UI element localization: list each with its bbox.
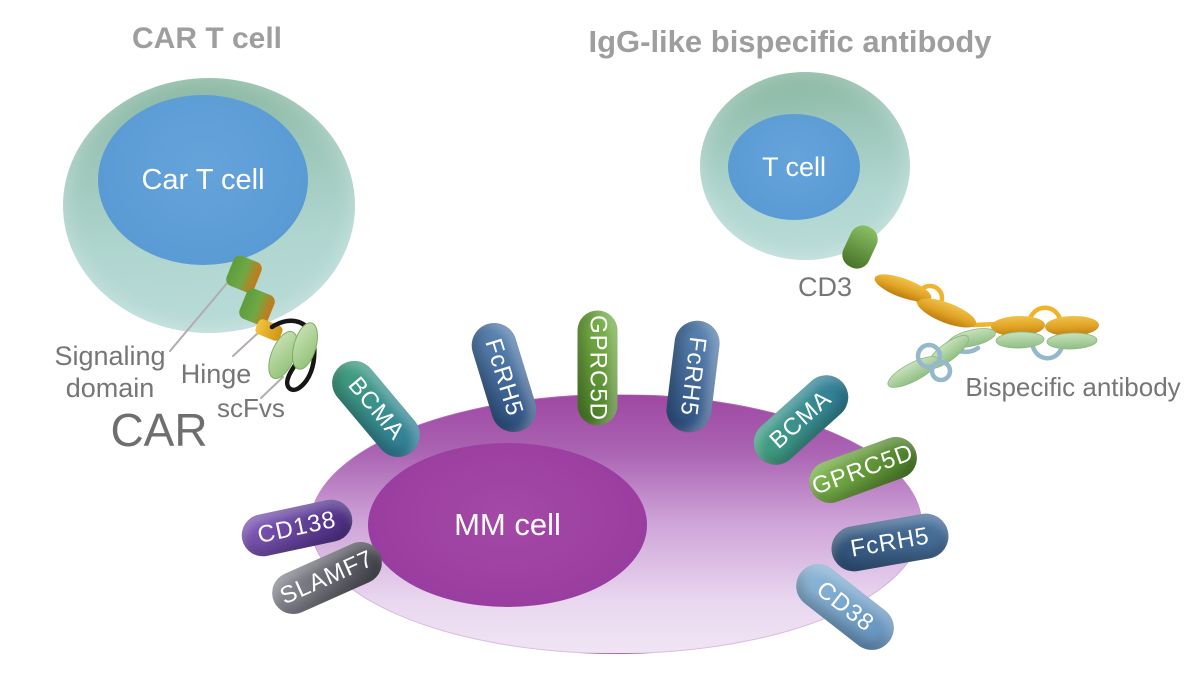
bispecific-antibody-title: IgG-like bispecific antibody — [588, 24, 992, 59]
mm-cell-nucleus: MM cell — [368, 443, 647, 607]
scfv-ellipse-right — [292, 322, 318, 370]
signaling-domain-label: Signaling domain — [54, 341, 166, 403]
car-t-cell-nucleus: Car T cell — [98, 95, 308, 265]
hinge-leader-line — [232, 331, 260, 357]
receptor-label: GPRC5D — [584, 314, 612, 422]
hinge-label: Hinge — [180, 359, 252, 389]
heavy-chain-loops — [915, 283, 1064, 328]
mm-cell-label: MM cell — [454, 507, 561, 542]
fab-arm-rings — [915, 342, 953, 383]
receptor-label: FcRH5 — [848, 521, 932, 563]
receptor-pill-gprc5d-top: GPRC5D — [577, 310, 618, 426]
receptor-label: BCMA — [342, 371, 411, 446]
car-label: CAR — [110, 404, 208, 456]
car-t-cell-label: Car T cell — [141, 163, 265, 196]
t-cell-label: T cell — [761, 151, 827, 182]
light-chain-loops — [947, 339, 1065, 361]
t-cell-nucleus: T cell — [728, 114, 860, 220]
receptor-label: FcRH5 — [675, 335, 712, 418]
scfv-ellipse-left — [268, 330, 298, 380]
car-t-cell-title: CAR T cell — [131, 22, 283, 55]
cd3-label: CD3 — [797, 272, 852, 302]
receptor-label: SLAMF7 — [275, 545, 378, 611]
heavy-chain-domains — [874, 274, 1099, 337]
bispecific-antibody-label: Bispecific antibody — [965, 372, 1181, 402]
scfv-linker-loop — [269, 318, 317, 393]
